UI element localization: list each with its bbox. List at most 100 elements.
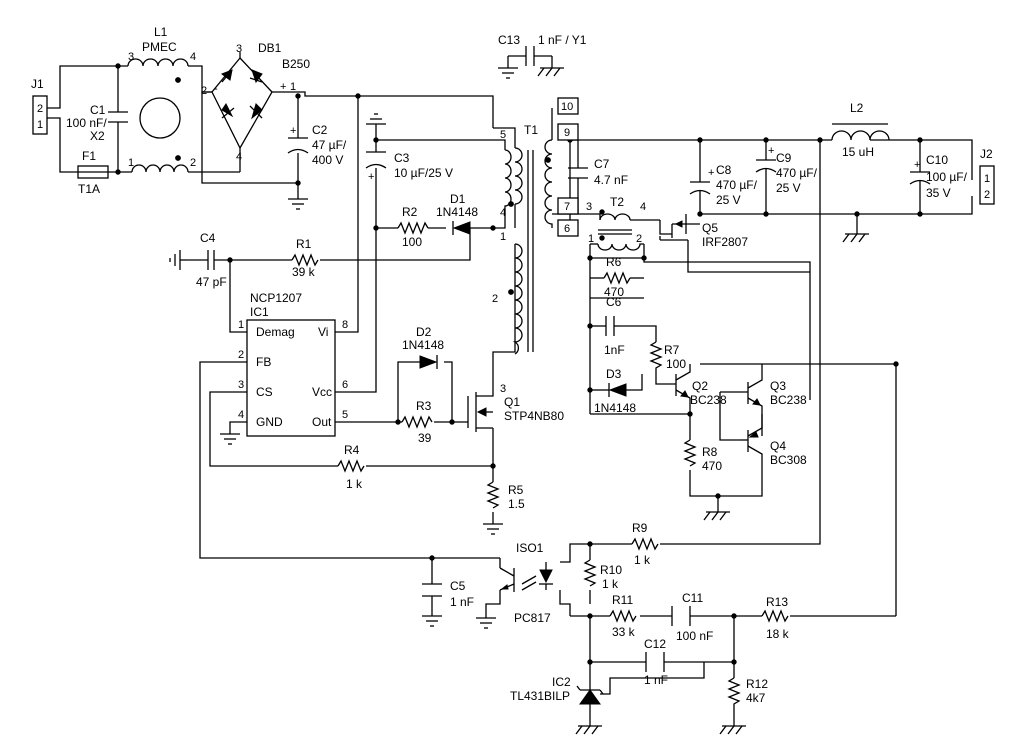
q1-pin: 3 bbox=[500, 383, 506, 395]
diode-d3: D3 1N4148 bbox=[594, 367, 636, 415]
resistor-r12: R12 4k7 bbox=[727, 677, 768, 712]
t2-pin-3: 3 bbox=[586, 201, 592, 213]
d3-ref: D3 bbox=[606, 367, 622, 381]
c9-ref: C9 bbox=[776, 151, 792, 165]
db1-pin-3: 3 bbox=[236, 43, 242, 55]
t2-pin-1: 1 bbox=[588, 233, 594, 245]
capacitor-c5: C5 1 nF bbox=[422, 579, 474, 609]
optocoupler-iso1: ISO1 PC817 bbox=[499, 541, 553, 625]
iso1-ref: ISO1 bbox=[516, 541, 544, 555]
c9-value: 470 µF/ bbox=[776, 166, 818, 180]
transistor-q3: Q3 BC238 bbox=[720, 372, 807, 414]
ic1-pin5-num: 5 bbox=[342, 409, 348, 421]
r6-ref: R6 bbox=[606, 255, 622, 269]
resistor-r6: R6 470 bbox=[590, 255, 644, 299]
c2-value: 47 µF/ bbox=[312, 138, 347, 152]
r10-ref: R10 bbox=[600, 563, 622, 577]
capacitor-c3: + C3 10 µF/25 V bbox=[365, 113, 453, 183]
ic1-pin4-num: 4 bbox=[238, 409, 244, 421]
resistor-r7: R7 100 bbox=[649, 341, 686, 374]
l2-ref: L2 bbox=[850, 101, 864, 115]
ic1-pin6-name: Vcc bbox=[312, 385, 332, 399]
q1-ref: Q1 bbox=[504, 395, 520, 409]
t2-ref: T2 bbox=[610, 195, 624, 209]
ic1-pin8-num: 8 bbox=[342, 319, 348, 331]
ic1-pin3-num: 3 bbox=[238, 379, 244, 391]
capacitor-c1: C1 100 nF/ X2 bbox=[66, 103, 128, 143]
t1-pin-6: 6 bbox=[564, 223, 570, 235]
c10-ref: C10 bbox=[926, 153, 948, 167]
ic1-pin2-num: 2 bbox=[238, 349, 244, 361]
t1-ref: T1 bbox=[524, 123, 538, 137]
svg-text:+: + bbox=[368, 171, 374, 183]
j1-pin-2: 2 bbox=[37, 103, 43, 115]
capacitor-c11: C11 100 nF bbox=[671, 591, 713, 643]
f1-value: T1A bbox=[78, 182, 100, 196]
capacitor-c7: C7 4.7 nF bbox=[568, 157, 628, 187]
t2-pin-2: 2 bbox=[636, 233, 642, 245]
r8-value: 470 bbox=[702, 459, 722, 473]
svg-text:+: + bbox=[708, 167, 714, 179]
ic1-ref: IC1 bbox=[250, 305, 269, 319]
ic2-value: TL431BILP bbox=[510, 689, 570, 703]
q2-value: BC238 bbox=[690, 393, 727, 407]
d3-value: 1N4148 bbox=[594, 401, 636, 415]
q4-value: BC308 bbox=[770, 453, 807, 467]
t1-pin-7: 7 bbox=[564, 201, 570, 213]
db1-pin-1: 1 bbox=[290, 81, 296, 93]
r3-ref: R3 bbox=[416, 399, 432, 413]
inductor-l1: L1 PMEC 3 4 1 2 bbox=[127, 25, 196, 173]
r8-ref: R8 bbox=[702, 445, 718, 459]
c4-ref: C4 bbox=[200, 231, 216, 245]
ic1-pin4-name: GND bbox=[256, 415, 283, 429]
l1-pin-4: 4 bbox=[190, 51, 196, 63]
d1-value: 1N4148 bbox=[436, 205, 478, 219]
r12-ref: R12 bbox=[746, 677, 768, 691]
d2-value: 1N4148 bbox=[402, 338, 444, 352]
db1-pin-2: 2 bbox=[201, 85, 207, 97]
inductor-l2: L2 15 uH bbox=[831, 101, 890, 159]
c9-value2: 25 V bbox=[776, 181, 801, 195]
resistor-r4: R4 1 k bbox=[337, 443, 365, 491]
f1-ref: F1 bbox=[82, 149, 96, 163]
db1-minus: - bbox=[214, 83, 218, 95]
transistor-q2: Q2 BC238 bbox=[675, 364, 727, 407]
c1-ref: C1 bbox=[90, 103, 106, 117]
chassis-ground-r12 bbox=[719, 725, 746, 735]
resistor-r11: R11 33 k bbox=[609, 593, 637, 639]
l1-pin-1: 1 bbox=[128, 157, 134, 169]
j1-ref: J1 bbox=[31, 77, 44, 91]
q1-value: STP4NB80 bbox=[504, 409, 564, 423]
l1-pin-3: 3 bbox=[128, 51, 134, 63]
c4-value: 47 pF bbox=[196, 275, 227, 289]
ground-c5 bbox=[422, 615, 442, 627]
connector-j2: J2 1 2 bbox=[979, 147, 995, 205]
resistor-r1: R1 39 k bbox=[291, 237, 319, 279]
r2-value: 100 bbox=[402, 235, 422, 249]
capacitor-c6: C6 1nF bbox=[604, 295, 625, 357]
ic1-part: NCP1207 bbox=[250, 291, 302, 305]
db1-value: B250 bbox=[282, 57, 310, 71]
t1-pin-4: 4 bbox=[500, 207, 506, 219]
c1-value2: X2 bbox=[90, 129, 105, 143]
c2-value2: 400 V bbox=[312, 153, 343, 167]
diode-d1: D1 1N4148 bbox=[436, 192, 478, 235]
l1-pin-2: 2 bbox=[190, 157, 196, 169]
l1-ref: L1 bbox=[154, 25, 168, 39]
resistor-r13: R13 18 k bbox=[761, 595, 790, 641]
r6-value: 470 bbox=[604, 285, 624, 299]
r7-value: 100 bbox=[666, 357, 686, 371]
r1-ref: R1 bbox=[296, 237, 312, 251]
ic1-pin5-name: Out bbox=[312, 415, 332, 429]
q2-ref: Q2 bbox=[692, 379, 708, 393]
c2-ref: C2 bbox=[312, 123, 328, 137]
db1-pin-4: 4 bbox=[236, 151, 242, 163]
resistor-r9: R9 1 k bbox=[631, 521, 659, 567]
svg-text:+: + bbox=[768, 145, 774, 157]
capacitor-c2: + C2 47 µF/ 400 V bbox=[287, 123, 347, 167]
ground-iso1 bbox=[476, 617, 496, 629]
r3-value: 39 bbox=[418, 431, 432, 445]
resistor-r10: R10 1 k bbox=[583, 559, 622, 591]
junction-dots bbox=[115, 63, 923, 665]
q4-ref: Q4 bbox=[770, 439, 786, 453]
